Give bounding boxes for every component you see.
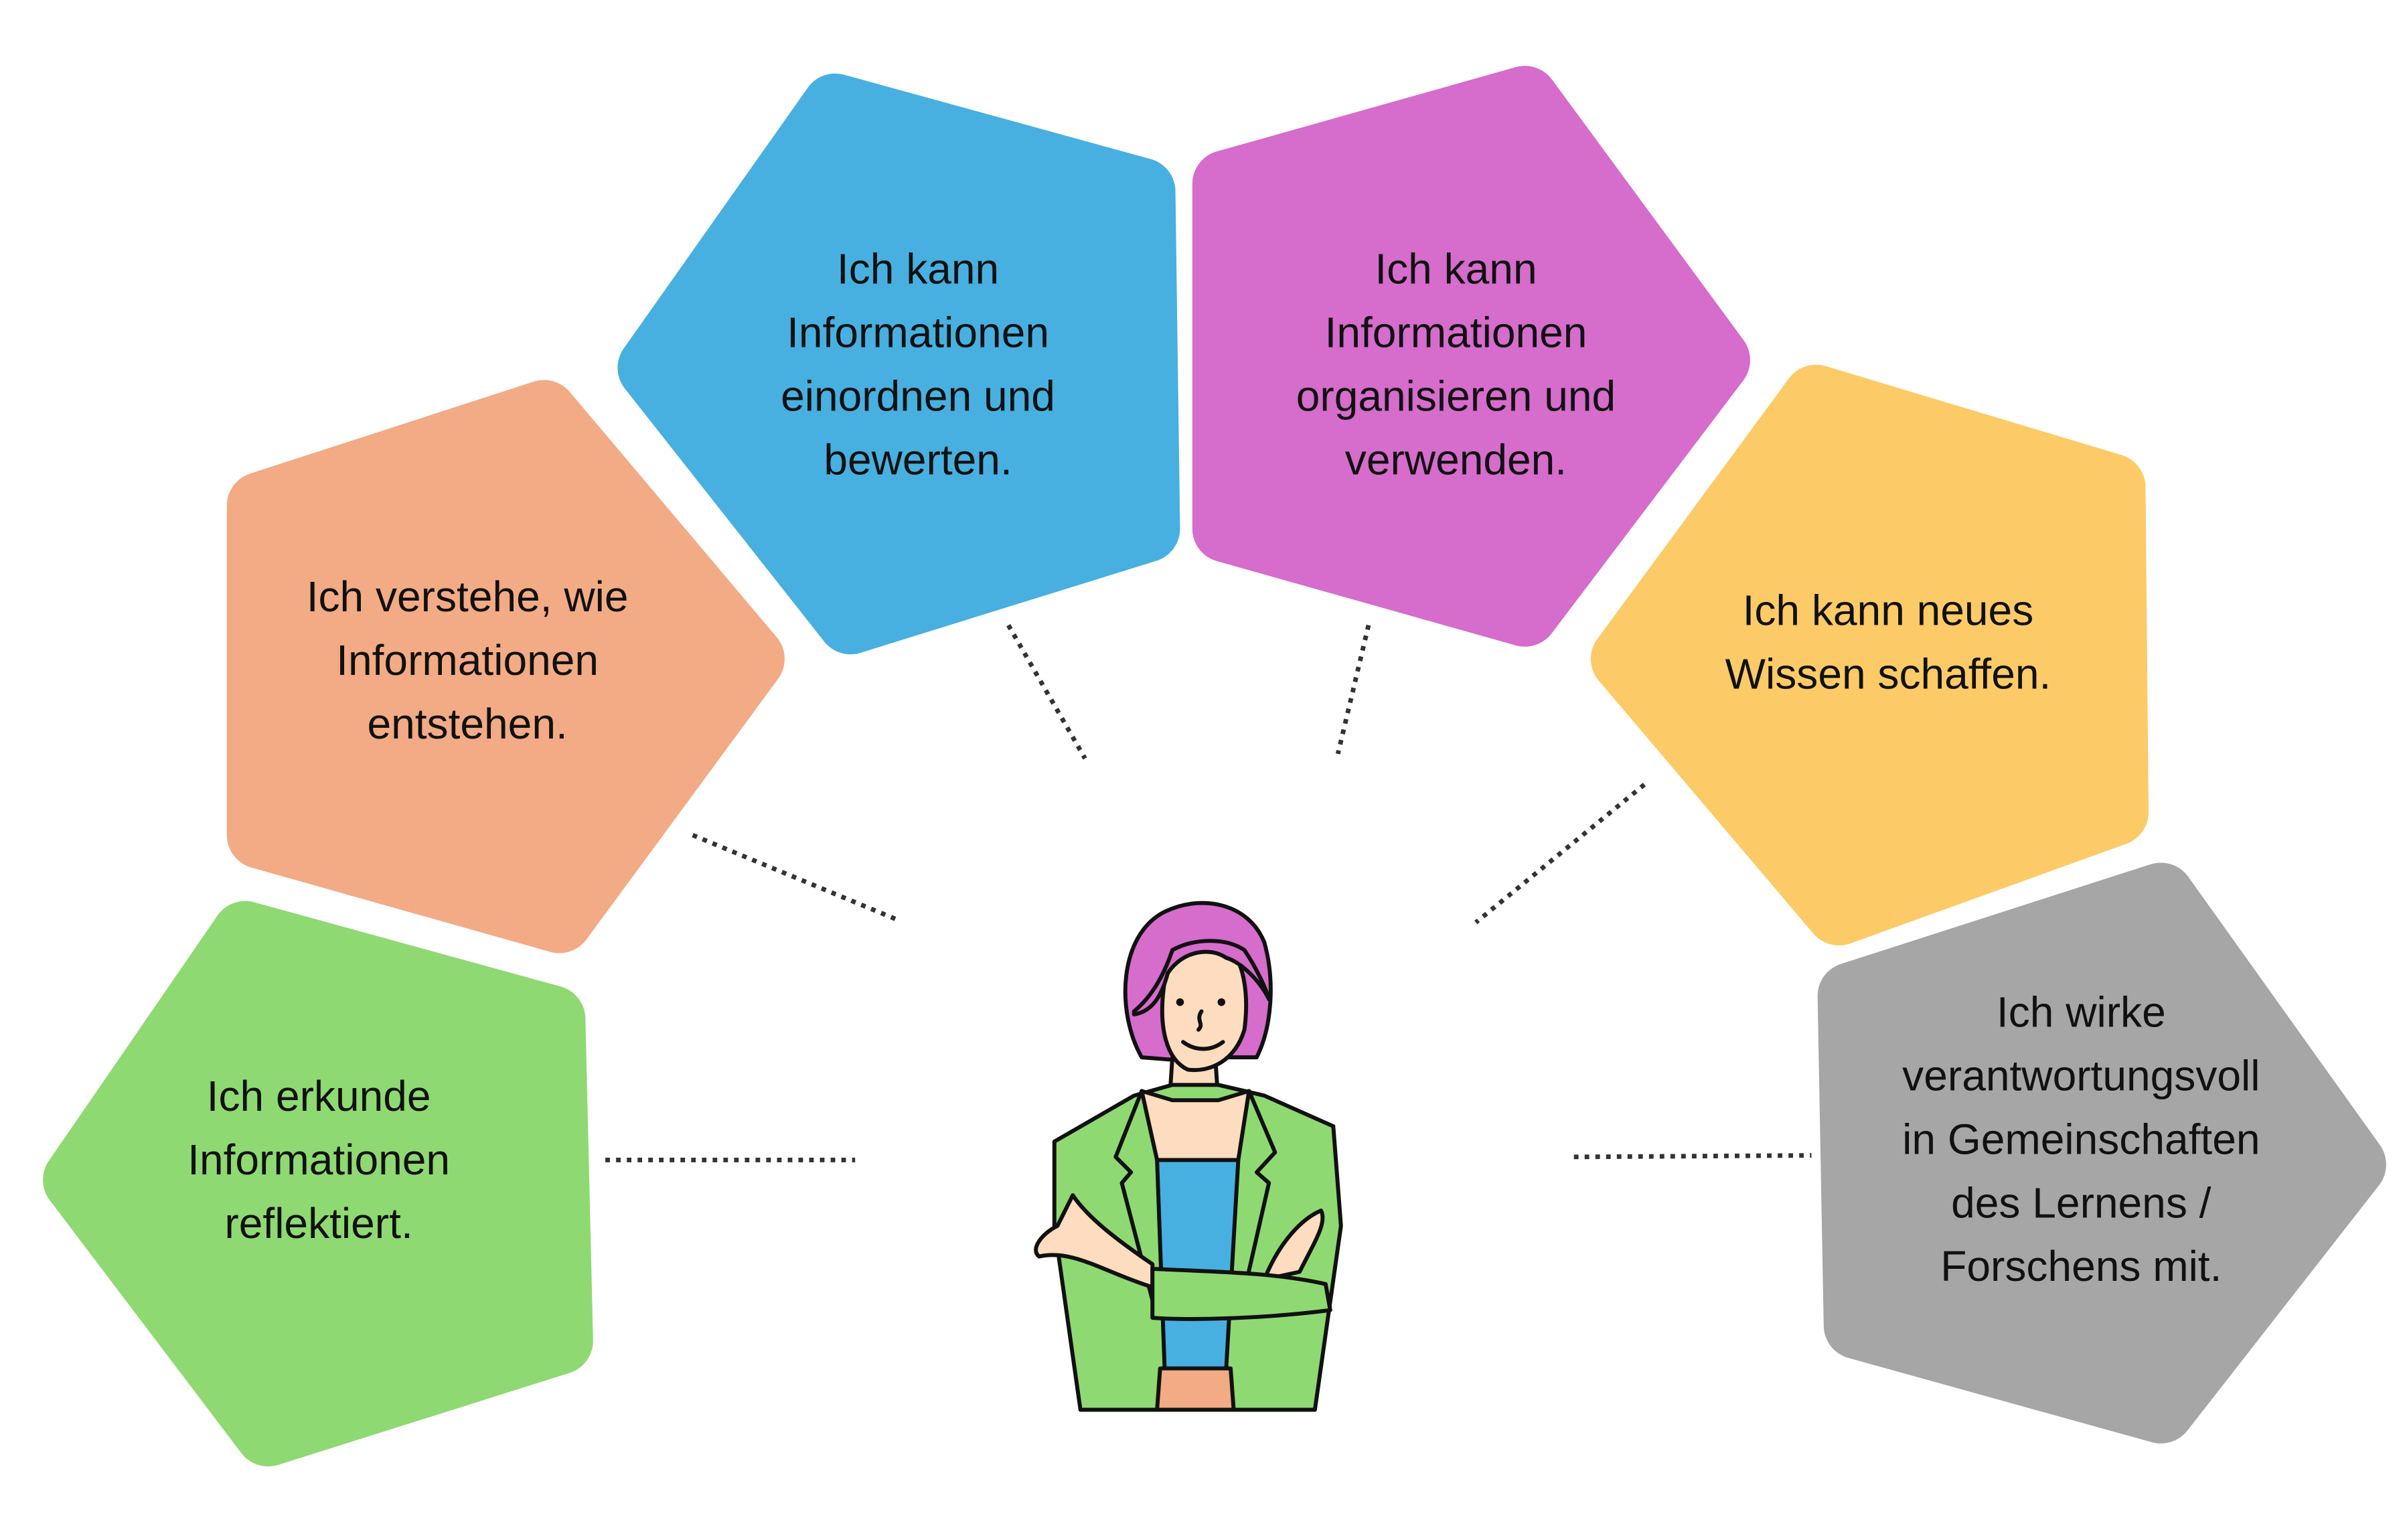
face-detail (1196, 1009, 1204, 1032)
face-detail (1181, 1040, 1225, 1051)
card-text-line: in Gemeinschaften (1902, 1115, 2260, 1163)
connector-line (1006, 624, 1087, 760)
cards: Ich erkundeInformationenreflektiert.Ich … (43, 66, 2386, 1467)
lapel (1236, 1089, 1277, 1320)
card-text-line: Ich verstehe, wie (307, 572, 629, 621)
card-text-line: des Lernens / (1951, 1178, 2212, 1227)
hand-r-shape (1262, 1208, 1325, 1282)
person-illustration (1034, 901, 1343, 1412)
pentagon-shape (1817, 862, 2386, 1444)
pentagon-shape (1192, 66, 1750, 647)
card-text-line: Informationen (787, 308, 1049, 356)
card-text-line: Ich erkunde (207, 1072, 431, 1120)
connector-line (1474, 783, 1646, 925)
card-gemeinschaft: Ich wirke verantwortungsvoll in Gemeinscha… (1817, 862, 2386, 1444)
pants-shape (1155, 1366, 1236, 1412)
connector-line (1573, 1153, 1812, 1160)
pentagon-shape (226, 380, 785, 953)
connectors (605, 624, 1812, 1162)
sleeve-shape (1150, 1266, 1332, 1321)
hand-l-shape (1034, 1193, 1155, 1290)
card-text-line: Ich wirke (1997, 988, 2166, 1036)
card-text-line: Wissen schaffen. (1725, 650, 2051, 698)
card-text-line: bewerten. (824, 435, 1012, 483)
face-detail (1176, 998, 1184, 1006)
pentagon-shape (43, 901, 593, 1467)
card-text-line: entstehen. (367, 700, 567, 748)
card-text-line: Ich kann neues (1743, 587, 2034, 635)
card-text-line: organisieren und (1296, 372, 1616, 420)
card-text-line: reflektiert. (224, 1199, 412, 1247)
card-text-line: Informationen (187, 1136, 450, 1184)
pentagon-shape (1590, 364, 2149, 946)
card-text-line: verwenden. (1345, 435, 1567, 483)
card-text-line: Forschens mit. (1940, 1242, 2222, 1290)
card-text-line: einordnen und (781, 372, 1055, 420)
card-text-line: verantwortungsvoll (1902, 1051, 2260, 1099)
hair-front-shape (1132, 939, 1271, 1016)
card-text-line: Informationen (336, 636, 599, 684)
connector-line (1335, 624, 1371, 755)
card-text-line: Informationen (1325, 308, 1587, 356)
card-text-line: Ich kann (837, 244, 999, 293)
pentagon-shape (617, 73, 1180, 655)
top-shape (1155, 1158, 1241, 1374)
connector-line (692, 833, 898, 922)
lapel (1113, 1089, 1160, 1320)
face-detail (1217, 998, 1225, 1006)
chest-shape (1140, 1089, 1251, 1162)
card-text-line: Ich kann (1375, 244, 1537, 293)
